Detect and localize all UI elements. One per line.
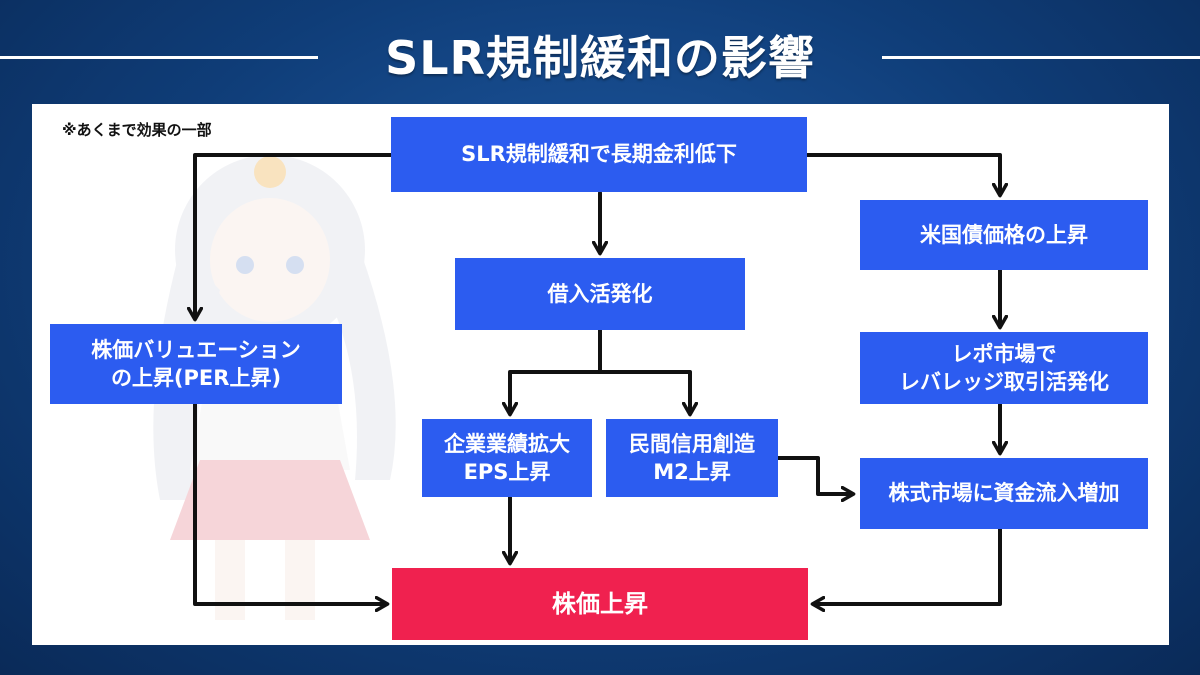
node-valuation: 株価バリュエーション の上昇(PER上昇): [50, 324, 342, 404]
node-earnings: 企業業績拡大 EPS上昇: [422, 419, 592, 497]
node-stock-rise: 株価上昇: [392, 568, 808, 640]
node-borrowing: 借入活発化: [455, 258, 745, 330]
arrow-inflow-to-stock: [814, 527, 1002, 604]
arrow-slr-to-valuation: [195, 153, 394, 318]
node-slr-deregulation: SLR規制緩和で長期金利低下: [391, 117, 807, 192]
title-rule-right: [882, 56, 1200, 59]
arrow-borrowing-to-credit: [598, 370, 690, 413]
node-fund-inflow: 株式市場に資金流入増加: [860, 458, 1148, 529]
arrow-valuation-to-stock: [193, 402, 386, 604]
arrow-slr-to-bond: [804, 153, 1000, 194]
title-rule-left: [0, 56, 318, 59]
node-bond-price: 米国債価格の上昇: [860, 200, 1148, 270]
disclaimer-note: ※あくまで効果の一部: [62, 121, 212, 139]
arrow-credit-to-inflow: [776, 456, 852, 494]
node-credit-creation: 民間信用創造 M2上昇: [606, 419, 778, 497]
page-title: SLR規制緩和の影響: [385, 31, 815, 85]
arrow-borrowing-split: [510, 328, 602, 413]
node-repo-leverage: レポ市場で レバレッジ取引活発化: [860, 332, 1148, 404]
